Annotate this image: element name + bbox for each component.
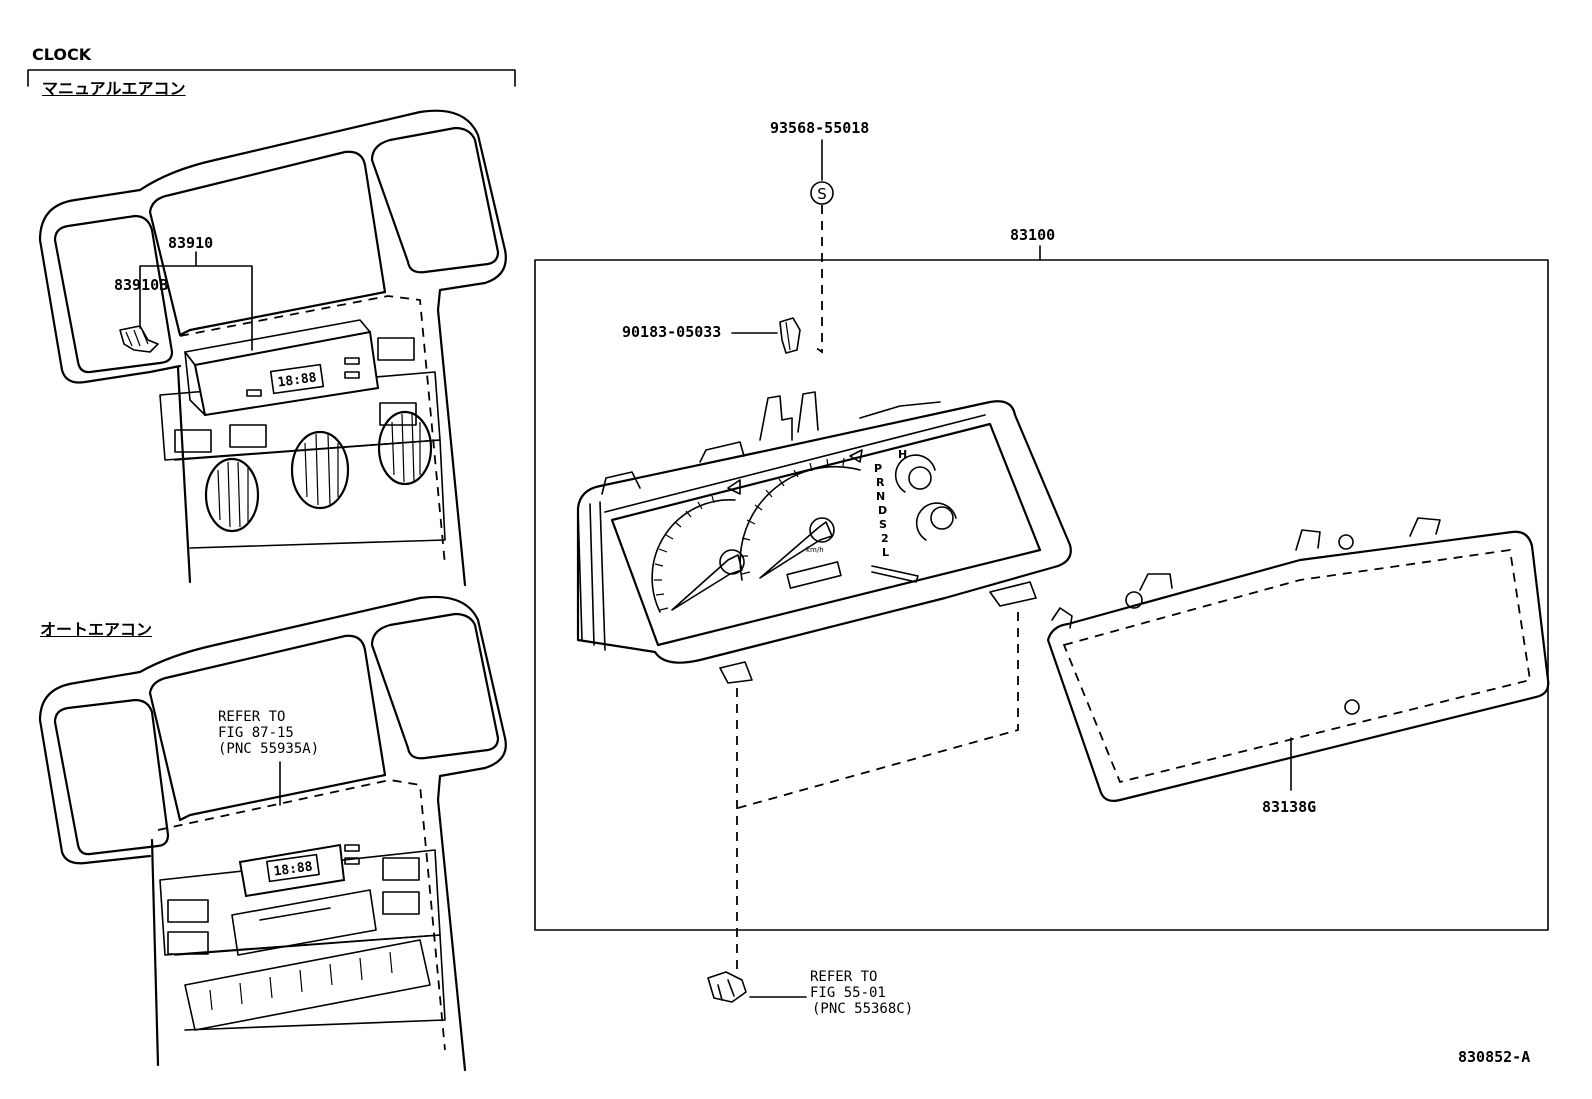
part-83138g: 83138G: [1262, 798, 1317, 816]
clock-display-manual: 18:88: [277, 370, 318, 390]
assembly-frame-83100: [534, 245, 1549, 931]
part-93568-55018: 93568-55018: [770, 119, 870, 137]
screw-93568: S: [810, 139, 834, 354]
manual-ac-dash-panel: [38, 109, 507, 587]
speed-unit-label: km/h: [806, 546, 824, 554]
shift-position-s: S: [879, 518, 887, 531]
temp-hot-mark: H: [898, 448, 907, 461]
clock-unit-auto: 18:88: [238, 843, 360, 898]
refer-auto-line2: FIG 87-15: [218, 725, 294, 741]
shift-position-l: L: [882, 546, 889, 559]
variant-auto-ac: オートエアコン: [40, 620, 153, 639]
meter-leaders: [736, 612, 1019, 970]
refer-bottom-line1: REFER TO: [810, 969, 878, 985]
glass-83138g: [1046, 517, 1550, 802]
clip-90183: [731, 317, 801, 354]
shift-indicator: P R N D S 2 L H km/h: [806, 448, 907, 559]
connector-55368c: [707, 971, 807, 1003]
part-83910b: 83910B: [114, 276, 169, 294]
section-title: CLOCK: [32, 45, 92, 64]
clock-bracket: [27, 69, 516, 87]
diagram-id: 830852-A: [1458, 1048, 1531, 1066]
variant-manual-ac: マニュアルエアコン: [42, 79, 186, 98]
part-90183-05033: 90183-05033: [622, 323, 722, 341]
clock-unit-83910: 18:88: [184, 319, 380, 417]
part-83910: 83910: [168, 234, 214, 252]
bulb-83910b: [119, 325, 159, 353]
combination-meter: [576, 391, 1072, 684]
clock-display-auto: 18:88: [273, 859, 314, 879]
auto-ac-dash-panel: [38, 595, 507, 1072]
refer-bottom-line3: (PNC 55368C): [812, 1001, 914, 1017]
refer-bottom-line2: FIG 55-01: [810, 985, 886, 1001]
part-83100: 83100: [1010, 226, 1056, 244]
screw-symbol: S: [817, 185, 827, 203]
shift-position-2: 2: [881, 532, 889, 545]
refer-auto-line1: REFER TO: [218, 709, 286, 725]
refer-auto-line3: (PNC 55935A): [218, 741, 320, 757]
shift-position-p: P: [874, 462, 882, 475]
shift-position-d: D: [878, 504, 887, 517]
shift-position-n: N: [876, 490, 885, 503]
shift-position-r: R: [876, 476, 885, 489]
leaders-manual: [139, 251, 253, 351]
